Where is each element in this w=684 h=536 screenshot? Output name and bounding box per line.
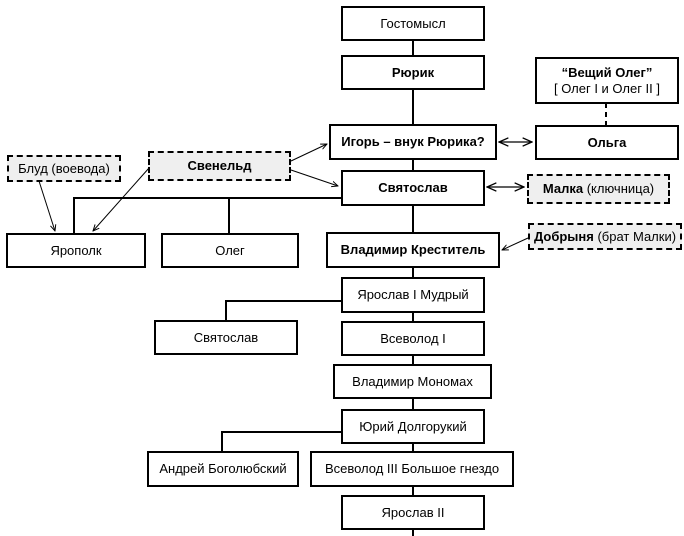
edge-dobrynya-vladimir: [502, 237, 529, 250]
node-sublabel: [ Олег I и Олег II ]: [553, 80, 661, 96]
edge-sveneld-yaropolk: [93, 167, 150, 231]
node-yaropolk: Ярополк: [6, 233, 146, 268]
node-label: Владимир Креститель: [340, 242, 486, 257]
node-label: Гостомысл: [380, 15, 446, 31]
edge-svyatoslav-yaropolk: [73, 197, 341, 233]
node-label: Владимир Мономах: [352, 373, 473, 389]
node-label: Рюрик: [391, 64, 435, 80]
node-vladimir-monomakh: Владимир Мономах: [333, 364, 492, 399]
node-label: Олег: [215, 242, 245, 258]
node-oleg: Олег: [161, 233, 299, 268]
node-label: Ярослав II: [381, 504, 445, 520]
node-svyatoslav: Святослав: [341, 170, 485, 206]
node-label: Свенельд: [187, 158, 252, 173]
node-label: Блуд (воевода): [18, 160, 110, 176]
node-malka: Малка (ключница): [527, 174, 670, 204]
node-veshchiy-oleg: “Вещий Олег” [ Олег I и Олег II ]: [535, 57, 679, 104]
node-vladimir-krestitel: Владимир Креститель: [326, 232, 500, 268]
node-dobrynya: Добрыня (брат Малки): [528, 223, 682, 250]
node-label: Малка: [542, 181, 584, 196]
node-label: Всеволод III Большое гнездо: [324, 461, 500, 476]
node-label: Ольга: [587, 134, 627, 150]
node-label: Ярополк: [50, 242, 102, 258]
node-ryurik: Рюрик: [341, 55, 485, 90]
node-sveneld: Свенельд: [148, 151, 291, 181]
node-yaroslav-2: Ярослав II: [341, 495, 485, 530]
node-label: Всеволод I: [380, 330, 446, 346]
node-label: Святослав: [193, 329, 259, 345]
node-blud: Блуд (воевода): [7, 155, 121, 182]
node-olga: Ольга: [535, 125, 679, 160]
node-label: Юрий Долгорукий: [359, 418, 467, 434]
node-label: Добрыня: [533, 228, 594, 244]
node-label: Игорь – внук Рюрика?: [341, 134, 485, 149]
node-vsevolod-1: Всеволод I: [341, 321, 485, 356]
edge-blud-yaropolk: [38, 180, 55, 231]
node-note: (ключница): [586, 181, 655, 196]
node-yuri-dolgoruky: Юрий Долгорукий: [341, 409, 485, 444]
node-yaroslav-mudry: Ярослав I Мудрый: [341, 277, 485, 313]
node-note: (брат Малки): [597, 228, 677, 244]
node-igor: Игорь – внук Рюрика?: [329, 124, 497, 160]
edge-sveneld-igor: [290, 144, 327, 162]
edge-sveneld-svyatoslav: [290, 169, 338, 186]
edge-yaroslav-svyatoslav2: [225, 300, 341, 320]
node-andrei-bogolyubsky: Андрей Боголюбский: [147, 451, 299, 487]
node-label: Ярослав I Мудрый: [357, 287, 469, 302]
node-label: “Вещий Олег”: [561, 64, 653, 80]
node-label: Святослав: [378, 180, 448, 195]
node-gostomysl: Гостомысл: [341, 6, 485, 41]
node-vsevolod-3: Всеволод III Большое гнездо: [310, 451, 514, 487]
node-label: Андрей Боголюбский: [159, 461, 287, 476]
edge-yuri-andrei: [221, 431, 341, 451]
node-svyatoslav-2: Святослав: [154, 320, 298, 355]
